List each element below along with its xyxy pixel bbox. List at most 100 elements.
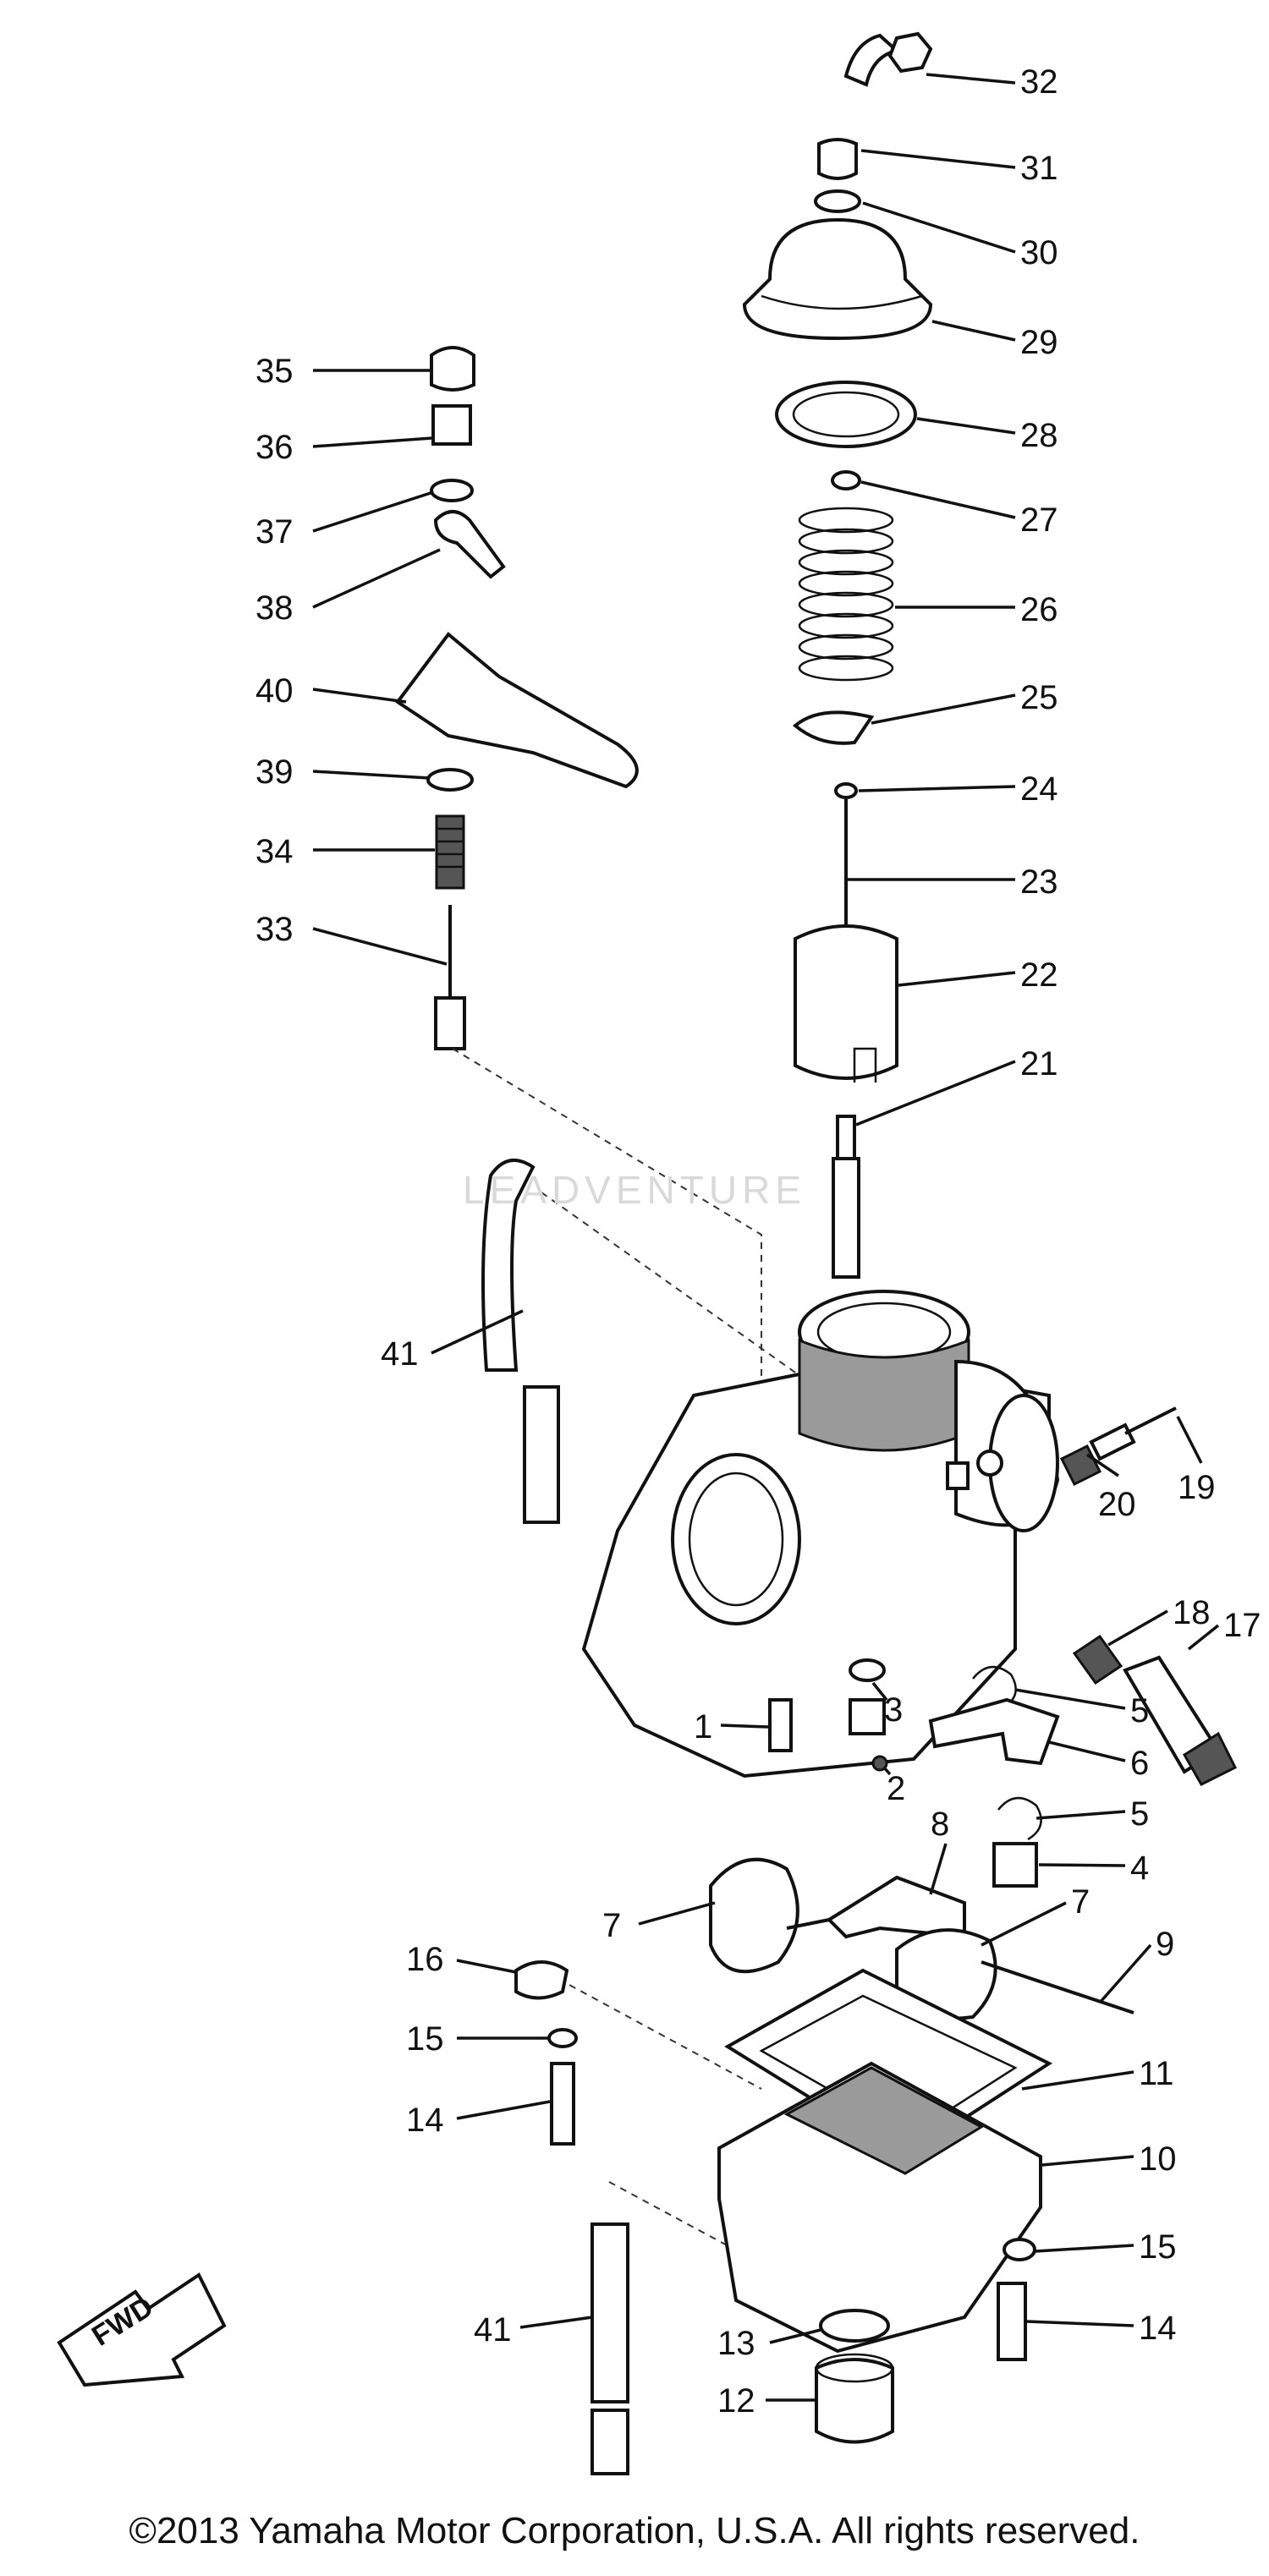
callout-7-right: 7 [981, 1883, 1090, 1947]
svg-text:30: 30 [1020, 234, 1058, 271]
callout-25: 25 [871, 679, 1058, 725]
part-35-cap [430, 346, 475, 392]
cable-elbow [843, 33, 901, 87]
svg-text:27: 27 [1020, 501, 1058, 539]
part-34-spring [435, 814, 465, 890]
svg-text:10: 10 [1139, 2140, 1177, 2178]
part-40-lever [395, 632, 639, 789]
svg-text:25: 25 [1020, 679, 1058, 716]
parts-artwork: FWD [57, 31, 1238, 2475]
callout-19: 19 [1176, 1416, 1216, 1506]
callout-29: 29 [931, 320, 1058, 361]
callout-41-top: 41 [381, 1309, 524, 1373]
callout-26: 26 [895, 591, 1058, 628]
svg-text:5: 5 [1130, 1795, 1149, 1833]
callout-12: 12 [717, 2382, 816, 2420]
svg-text:17: 17 [1223, 1607, 1261, 1644]
svg-text:35: 35 [255, 353, 294, 390]
callout-14-left: 14 [406, 2100, 551, 2139]
callout-33: 33 [255, 911, 448, 966]
svg-text:14: 14 [1139, 2310, 1177, 2347]
callout-27: 27 [860, 480, 1058, 539]
svg-text:4: 4 [1130, 1850, 1149, 1887]
svg-text:28: 28 [1020, 417, 1058, 454]
callout-40: 40 [255, 672, 407, 710]
part-26-spring [798, 507, 894, 682]
callout-15-right: 15 [1035, 2228, 1177, 2266]
svg-text:2: 2 [887, 1770, 905, 1807]
callout-11: 11 [1021, 2055, 1174, 2092]
part-31-cap [817, 138, 858, 180]
part-7-float-left [709, 1857, 799, 1974]
svg-text:7: 7 [1071, 1883, 1090, 1921]
callout-35: 35 [255, 353, 430, 390]
svg-text:1: 1 [694, 1708, 712, 1746]
callout-24: 24 [858, 770, 1058, 808]
svg-text:29: 29 [1020, 324, 1058, 361]
callout-23: 23 [848, 863, 1058, 901]
callout-22: 22 [898, 956, 1058, 994]
callout-labels: 32 31 30 29 28 27 26 25 24 23 22 21 35 3… [255, 63, 1261, 2420]
callout-30: 30 [862, 201, 1058, 271]
callout-8: 8 [929, 1806, 949, 1895]
svg-text:23: 23 [1020, 863, 1058, 901]
callout-5-top: 5 [1014, 1688, 1149, 1729]
callout-36: 36 [255, 429, 432, 466]
callout-37: 37 [255, 491, 434, 551]
part-32-nut [887, 31, 933, 74]
svg-text:22: 22 [1020, 956, 1058, 994]
svg-text:16: 16 [406, 1941, 444, 1978]
part-38-lever [433, 510, 506, 579]
svg-text:12: 12 [717, 2382, 755, 2420]
svg-text:36: 36 [255, 429, 294, 466]
callout-31: 31 [860, 149, 1058, 187]
svg-text:31: 31 [1020, 150, 1058, 187]
callout-39: 39 [255, 754, 431, 791]
callout-20: 20 [1086, 1453, 1136, 1523]
callout-32: 32 [926, 63, 1058, 101]
part-41-hose-top [481, 1159, 536, 1372]
svg-text:6: 6 [1130, 1745, 1149, 1782]
svg-text:34: 34 [255, 833, 294, 870]
svg-text:13: 13 [717, 2325, 755, 2362]
svg-text:37: 37 [255, 513, 294, 551]
callout-7-left: 7 [602, 1901, 716, 1944]
part-22-valve [794, 924, 898, 1080]
svg-text:15: 15 [406, 2020, 444, 2058]
svg-text:9: 9 [1156, 1926, 1174, 1963]
svg-text:20: 20 [1098, 1486, 1136, 1523]
callout-4: 4 [1038, 1850, 1149, 1887]
callout-5-bottom: 5 [1036, 1795, 1149, 1833]
svg-text:7: 7 [602, 1907, 621, 1944]
callout-18: 18 [1107, 1594, 1211, 1647]
svg-text:15: 15 [1139, 2228, 1177, 2266]
svg-text:11: 11 [1139, 2055, 1174, 2092]
part-29-top [742, 217, 933, 341]
svg-text:8: 8 [931, 1806, 949, 1843]
carburetor-body [581, 1290, 1060, 1779]
svg-text:24: 24 [1020, 770, 1058, 808]
callout-13: 13 [717, 2325, 821, 2362]
callout-38: 38 [255, 548, 441, 627]
svg-text:21: 21 [1020, 1045, 1058, 1082]
svg-text:5: 5 [1130, 1692, 1149, 1729]
svg-text:3: 3 [884, 1691, 903, 1729]
svg-text:14: 14 [406, 2102, 444, 2139]
svg-text:32: 32 [1020, 63, 1058, 101]
svg-text:18: 18 [1173, 1594, 1211, 1631]
fwd-arrow-icon: FWD [57, 2272, 227, 2387]
svg-text:39: 39 [255, 754, 294, 791]
callout-17: 17 [1187, 1607, 1261, 1651]
svg-text:26: 26 [1020, 591, 1058, 628]
callout-28: 28 [916, 417, 1058, 454]
callout-16: 16 [406, 1941, 517, 1978]
callout-21: 21 [855, 1045, 1058, 1126]
copyright-text: ©2013 Yamaha Motor Corporation, U.S.A. A… [129, 2510, 1140, 2551]
callout-2: 2 [882, 1766, 905, 1807]
part-30-washer [814, 189, 861, 213]
callout-41-bottom: 41 [474, 2311, 593, 2349]
watermark: LEADVENTURE [463, 1168, 806, 1212]
callout-15-left: 15 [406, 2020, 548, 2058]
svg-text:41: 41 [381, 1335, 419, 1373]
